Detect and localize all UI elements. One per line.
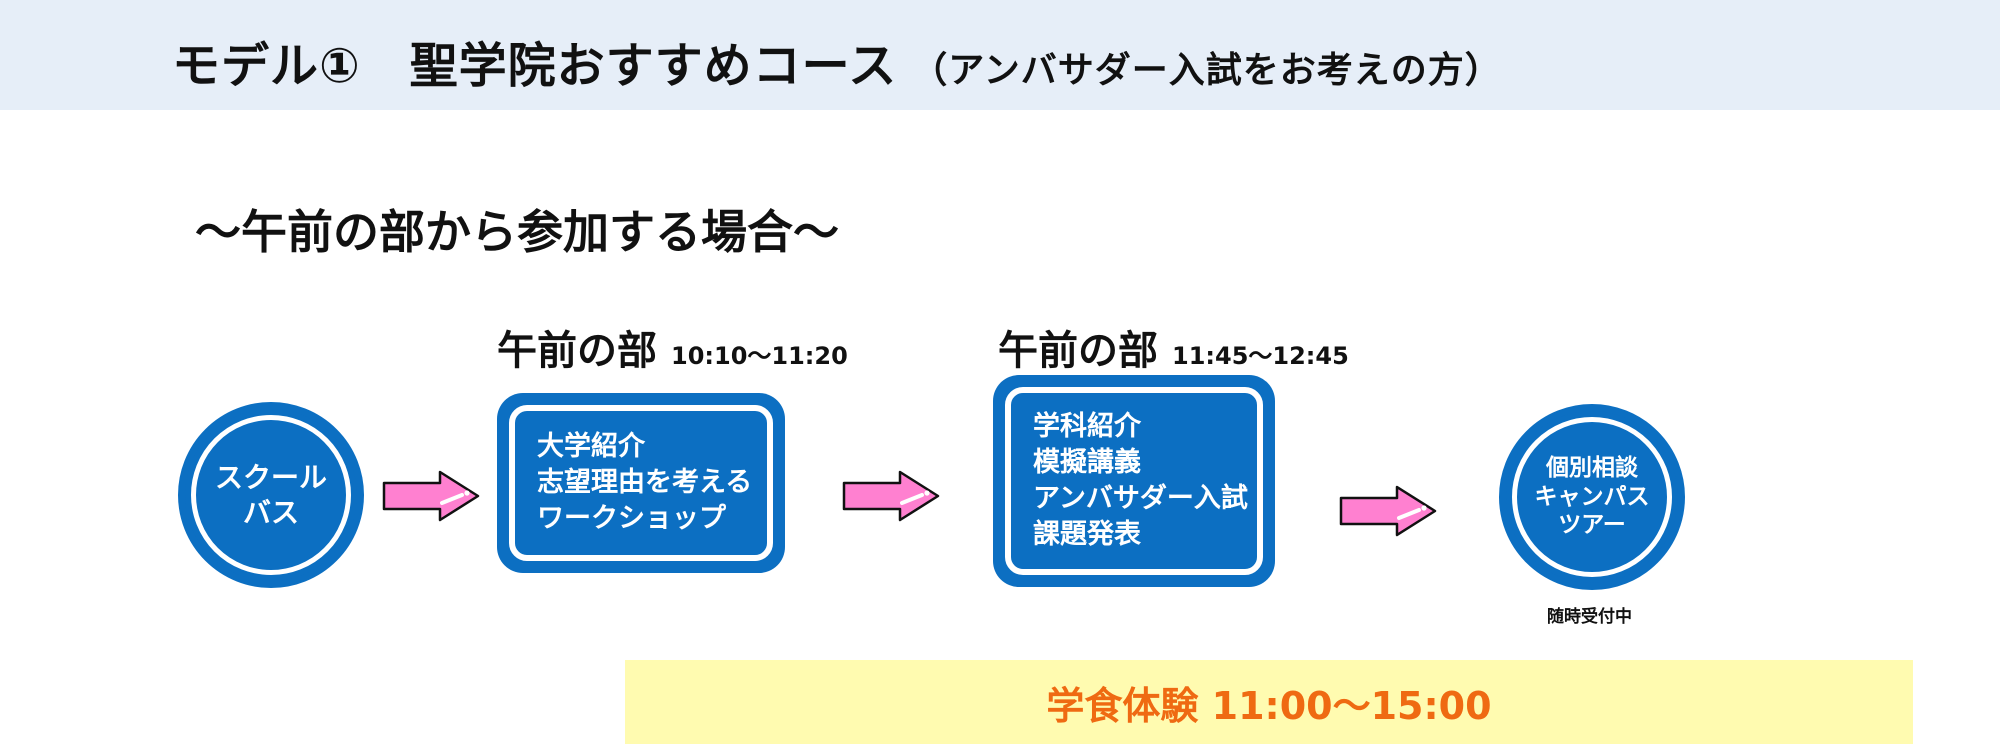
session1-box: 大学紹介 志望理由を考える ワークショップ [497, 393, 785, 573]
cafeteria-banner: 学食体験 11:00～15:00 [625, 660, 1913, 744]
session2-line-3: アンバサダー入試 [1033, 483, 1248, 514]
session1-time: 10:10～11:20 [671, 342, 848, 370]
session2-heading: 午前の部 11:45～12:45 [998, 318, 1349, 376]
cafeteria-text: 学食体験 11:00～15:00 [1046, 683, 1492, 728]
session1-line-3: ワークショップ [537, 502, 726, 534]
page-title-subtitle: （アンバサダー入試をお考えの方） [911, 50, 1502, 91]
session1-heading: 午前の部 10:10～11:20 [497, 318, 848, 376]
session2-box: 学科紹介 模擬講義 アンバサダー入試 課題発表 [993, 375, 1275, 587]
consultation-label: 個別相談 キャンパス ツアー [1534, 454, 1650, 539]
session2-line-4: 課題発表 [1033, 518, 1141, 550]
session2-label: 午前の部 [998, 328, 1158, 374]
header-bar: モデル① 聖学院おすすめコース （アンバサダー入試をお考えの方） [0, 0, 2000, 110]
flow-arrow-3 [1339, 485, 1437, 537]
session1-line-1: 大学紹介 [537, 431, 645, 463]
session1-label: 午前の部 [497, 328, 657, 374]
session2-line-1: 学科紹介 [1033, 411, 1141, 443]
consultation-node: 個別相談 キャンパス ツアー [1499, 404, 1685, 590]
page-title-main: モデル① 聖学院おすすめコース [172, 38, 898, 94]
page-title: モデル① 聖学院おすすめコース （アンバサダー入試をお考えの方） [172, 26, 1502, 96]
consultation-note: 随時受付中 [1547, 607, 1632, 627]
school-bus-label: スクール バス [214, 461, 327, 529]
section-heading: ～午前の部から参加する場合～ [195, 205, 839, 259]
session2-time: 11:45～12:45 [1172, 342, 1349, 370]
flow-arrow-1 [382, 470, 480, 522]
session2-line-2: 模擬講義 [1033, 447, 1141, 479]
session1-line-2: 志望理由を考える [537, 467, 753, 499]
school-bus-node: スクール バス [178, 402, 364, 588]
flow-arrow-2 [842, 470, 940, 522]
